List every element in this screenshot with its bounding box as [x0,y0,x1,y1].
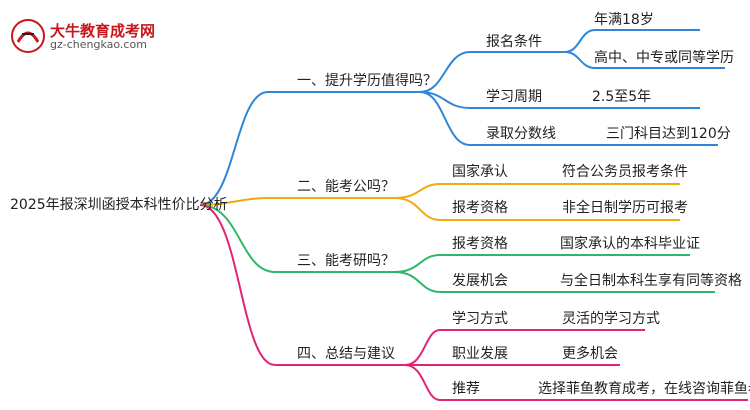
connector-branch1-child2 [419,91,565,109]
connector-branch2-child2 [394,197,680,221]
branch-1-child-3-value-1: 三门科目达到120分 [606,126,731,142]
logo-title: 大牛教育成考网 [50,22,156,40]
connector-b1c1-v1 [564,29,700,53]
branch-4-child-3-value-1: 选择菲鱼教育成考，在线咨询菲鱼老师 [538,381,750,397]
branch-3-child-2: 发展机会 [452,273,508,289]
connector-branch4-child1 [404,329,645,366]
connector-root-branch3 [199,204,395,273]
branch-1-child-1: 报名条件 [486,34,542,50]
connector-b1c1-v2 [564,51,725,69]
branch-1-child-2: 学习周期 [486,89,542,105]
connector-branch2-child1 [394,183,680,199]
branch-1-child-3: 录取分数线 [486,126,556,142]
branch-2-child-2: 报考资格 [452,200,508,216]
branch-3-child-1-value-1: 国家承认的本科毕业证 [560,236,700,252]
branch-4-child-3: 推荐 [452,381,480,397]
branch-3-child-1: 报考资格 [452,236,508,252]
connector-branch1-child3 [419,91,565,146]
branch-1-child-2-value-1: 2.5至5年 [592,89,652,105]
branch-4-child-1-value-1: 灵活的学习方式 [562,311,660,327]
branch-2-child-1-value-1: 符合公务员报考条件 [562,164,688,180]
connector-branch1-child1 [419,51,565,93]
connector-branch3-child1 [394,254,690,273]
logo-mark-icon [11,19,45,53]
branch-3-child-2-value-1: 与全日制本科生享有同等资格 [560,273,742,289]
branch-4-child-1: 学习方式 [452,311,508,327]
branch-2-child-1: 国家承认 [452,164,508,180]
site-logo: 大牛教育成考网 gz-chengkao.com [10,18,190,54]
root-topic: 2025年报深圳函授本科性价比分析 [10,197,228,213]
branch-1-child-1-value-2: 高中、中专或同等学历 [594,50,734,66]
branch-1-child-1-value-1: 年满18岁 [594,12,654,28]
branch-2-child-2-value-1: 非全日制学历可报考 [562,200,688,216]
branch-1-label: 一、提升学历值得吗？ [297,73,437,89]
connector-root-branch4 [199,204,405,366]
branch-4-child-2: 职业发展 [452,346,508,362]
connector-root-branch1 [199,91,420,206]
branch-3-label: 三、能考研吗？ [297,253,395,269]
connector-branch4-child3 [404,364,748,401]
logo-url: gz-chengkao.com [50,38,147,51]
connector-branch3-child2 [394,271,715,293]
branch-2-label: 二、能考公吗？ [297,179,395,195]
connector-root-branch2 [199,197,395,206]
branch-4-label: 四、总结与建议 [297,346,395,362]
branch-4-child-2-value-1: 更多机会 [562,346,618,362]
